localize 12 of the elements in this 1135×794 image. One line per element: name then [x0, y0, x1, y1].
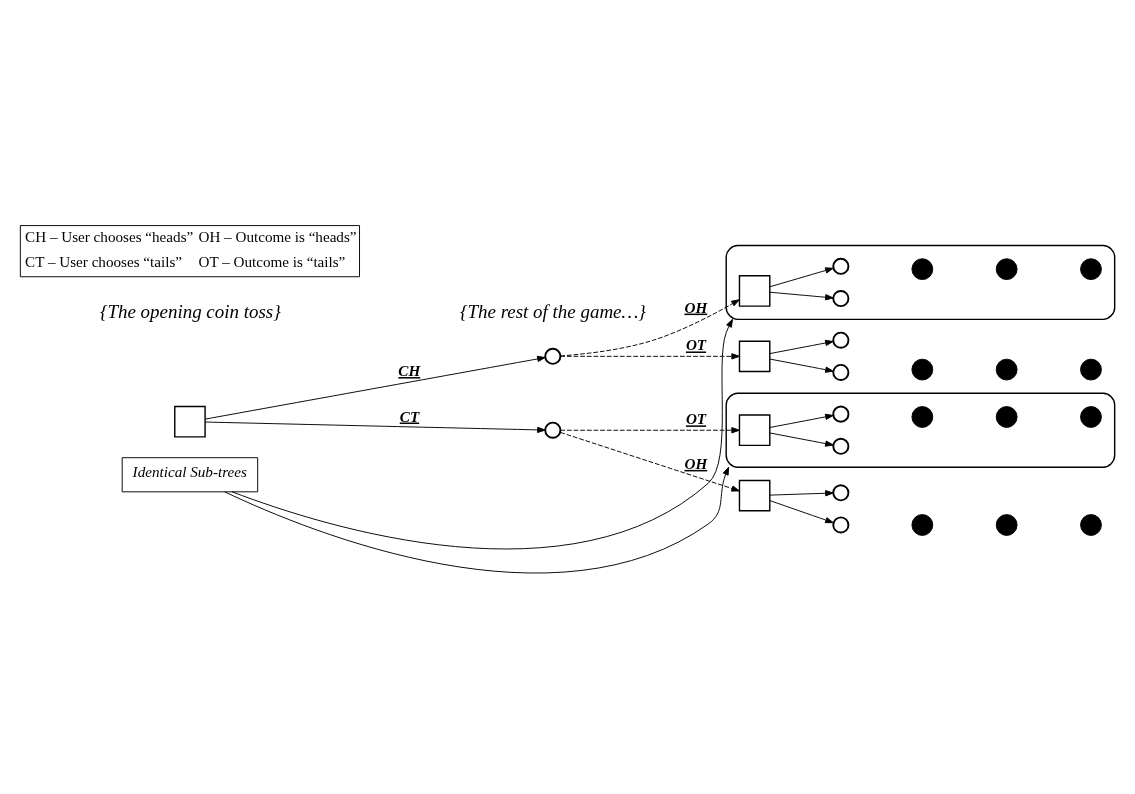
- label: CT – User chooses “tails”: [25, 252, 183, 270]
- edge-label: CT: [399, 407, 420, 425]
- edge-label: OH: [684, 454, 708, 472]
- label: {The opening coin toss}: [99, 300, 281, 322]
- label: OH – Outcome is “heads”: [198, 227, 357, 245]
- edge-label: CH: [398, 361, 421, 379]
- label: OT – Outcome is “tails”: [198, 252, 346, 270]
- edge-label: OT: [685, 335, 707, 353]
- label: CH – User chooses “heads”: [25, 227, 194, 245]
- edge-label: OH: [684, 298, 708, 316]
- edge-label: OT: [685, 409, 707, 427]
- label: {The rest of the game…}: [459, 300, 646, 322]
